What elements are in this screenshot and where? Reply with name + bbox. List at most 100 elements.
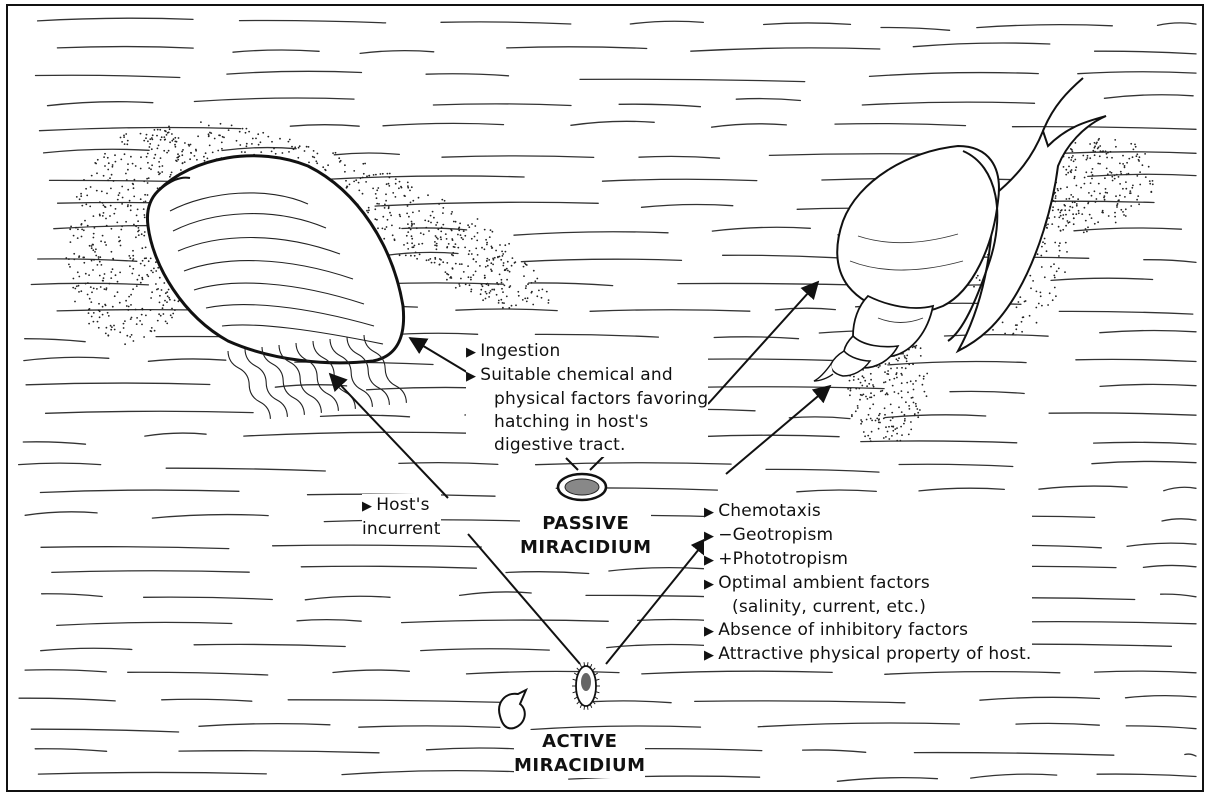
stipple-dot: [129, 265, 131, 267]
stipple-dot: [152, 272, 154, 274]
stipple-dot: [133, 340, 135, 342]
stipple-dot: [548, 299, 550, 301]
stipple-dot: [1136, 199, 1138, 201]
water-line: [797, 490, 877, 492]
water-line: [1095, 51, 1196, 54]
stipple-dot: [509, 271, 511, 273]
water-line: [1100, 330, 1196, 332]
stipple-dot: [110, 205, 112, 207]
stipple-dot: [411, 224, 413, 226]
water-line: [31, 729, 178, 732]
stipple-dot: [1115, 195, 1117, 197]
stipple-dot: [407, 231, 409, 233]
stipple-dot: [257, 133, 259, 135]
stipple-dot: [174, 300, 176, 302]
stipple-dot: [453, 246, 455, 248]
stipple-dot: [241, 151, 243, 153]
stipple-dot: [1106, 157, 1108, 159]
stipple-dot: [205, 152, 207, 154]
stipple-dot: [904, 357, 906, 359]
water-line: [442, 156, 594, 158]
stipple-dot: [103, 212, 105, 214]
stipple-dot: [863, 431, 865, 433]
stipple-dot: [492, 258, 494, 260]
stipple-dot: [860, 423, 862, 425]
stipple-dot: [355, 179, 357, 181]
stipple-dot: [448, 243, 450, 245]
water-line: [529, 283, 613, 286]
stipple-dot: [488, 284, 490, 286]
stipple-dot: [407, 205, 409, 207]
snail-factor-2-text: +Phototropism: [718, 549, 848, 569]
stipple-dot: [1029, 275, 1031, 277]
stipple-dot: [1077, 198, 1079, 200]
snail-factor-0-text: Chemotaxis: [718, 501, 821, 521]
stipple-dot: [892, 417, 894, 419]
stipple-dot: [107, 169, 109, 171]
stipple-dot: [171, 133, 173, 135]
stipple-dot: [1075, 142, 1077, 144]
stipple-dot: [117, 281, 119, 283]
water-line: [870, 73, 1039, 77]
stipple-dot: [140, 156, 142, 158]
stipple-dot: [486, 283, 488, 285]
stipple-dot: [870, 373, 872, 375]
snail-factor-2: ▶+Phototropism: [704, 548, 1032, 572]
stipple-dot: [70, 226, 72, 228]
stipple-dot: [898, 393, 900, 395]
stipple-dot: [901, 390, 903, 392]
stipple-dot: [382, 173, 384, 175]
stipple-dot: [435, 224, 437, 226]
water-line: [1126, 726, 1196, 729]
cilium: [590, 704, 592, 708]
stipple-dot: [93, 312, 95, 314]
stipple-dot: [158, 313, 160, 315]
water-line: [764, 23, 851, 25]
stipple-dot: [93, 259, 95, 261]
stipple-dot: [450, 229, 452, 231]
stipple-dot: [88, 323, 90, 325]
water-line: [1127, 543, 1196, 546]
stipple-dot: [197, 135, 199, 137]
stipple-dot: [135, 165, 137, 167]
stipple-dot: [153, 157, 155, 159]
water-line: [1092, 461, 1196, 463]
stipple-dot: [411, 221, 413, 223]
stipple-dot: [412, 212, 414, 214]
stipple-dot: [917, 416, 919, 418]
stipple-dot: [162, 165, 164, 167]
stipple-dot: [411, 242, 413, 244]
stipple-dot: [239, 131, 241, 133]
stipple-dot: [896, 367, 898, 369]
stipple-dot: [1098, 146, 1100, 148]
stipple-dot: [118, 236, 120, 238]
water-line: [861, 441, 1017, 443]
stipple-dot: [89, 206, 91, 208]
active-snail-factors: ▶Chemotaxis▶−Geotropism▶+Phototropism▶Op…: [704, 500, 1032, 667]
stipple-dot: [444, 200, 446, 202]
stipple-dot: [459, 285, 461, 287]
stipple-dot: [1080, 187, 1082, 189]
stipple-dot: [485, 266, 487, 268]
stipple-dot: [132, 250, 134, 252]
stipple-dot: [210, 132, 212, 134]
stipple-dot: [505, 269, 507, 271]
stipple-dot: [390, 215, 392, 217]
stipple-dot: [94, 162, 96, 164]
stipple-dot: [99, 256, 101, 258]
stipple-dot: [92, 244, 94, 246]
stipple-dot: [222, 136, 224, 138]
water-line: [194, 644, 345, 646]
stipple-dot: [1074, 176, 1076, 178]
water-line: [467, 671, 620, 674]
stipple-dot: [322, 166, 324, 168]
stipple-dot: [901, 434, 903, 436]
stipple-dot: [463, 230, 465, 232]
passive-factor-0-text: Ingestion: [480, 341, 560, 361]
stipple-dot: [1091, 217, 1093, 219]
cilium: [580, 664, 582, 668]
stipple-dot: [892, 430, 894, 432]
incurrent-line-1-text: incurrent: [362, 519, 441, 539]
water-line: [359, 726, 500, 728]
stipple-dot: [428, 259, 430, 261]
